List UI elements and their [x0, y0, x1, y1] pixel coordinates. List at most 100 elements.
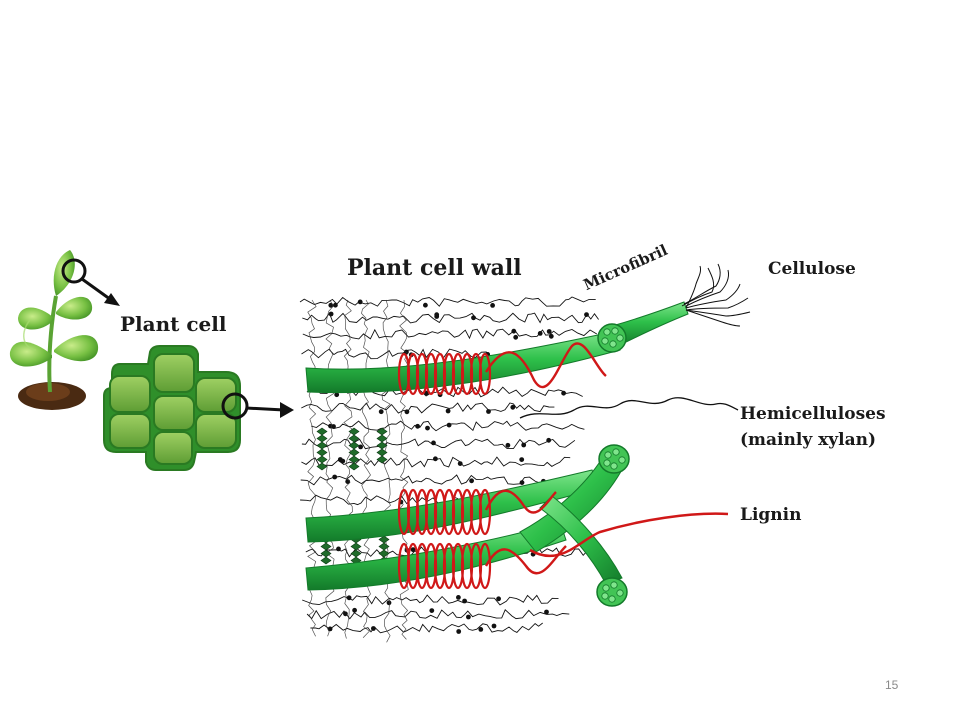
hemicelluloses-label: Hemicelluloses [740, 404, 886, 424]
hemicellulose-node [334, 392, 340, 398]
hemicellulose-node [415, 423, 420, 429]
hemicellulose-node [469, 478, 474, 484]
hemicellulose-node [343, 611, 348, 617]
hemicellulose-node [519, 457, 525, 462]
hemicellulose-node [340, 458, 346, 464]
hemicellulose-node [510, 404, 516, 410]
hemicellulose-node [346, 595, 352, 601]
hemicellulose-node [456, 629, 462, 634]
hemicellulose-node [357, 299, 363, 305]
hemicellulose-chain [306, 609, 570, 620]
hemicellulose-node [456, 595, 461, 600]
magnifier-circle-icon [61, 258, 87, 284]
hemicellulose-chain [310, 420, 585, 432]
lattice-cell [378, 549, 390, 558]
lattice-cell [316, 434, 328, 443]
hemicellulose-node [425, 425, 430, 431]
hemicellulose-node [429, 608, 435, 613]
lattice-cell [376, 455, 388, 464]
hemicellulose-node [478, 627, 484, 632]
lattice-cell [350, 542, 362, 551]
lignin-strand [484, 545, 567, 575]
hemicellulose-chain [302, 328, 598, 340]
lattice-cell [376, 427, 388, 436]
hemicellulose-node [496, 596, 501, 602]
hemicellulose-node [513, 334, 519, 340]
hemicellulose-node [490, 303, 495, 308]
lignin-strand [484, 342, 607, 389]
lignin-label: Lignin [740, 505, 802, 525]
lignin-leader-line [529, 512, 729, 558]
hemicellulose-node [457, 461, 463, 466]
page-number: 15 [885, 678, 899, 692]
hemicellulose-leader-line [519, 397, 739, 419]
hemicellulose-node [584, 312, 589, 317]
lattice-cell [376, 434, 388, 443]
hemicellulose-strand [381, 299, 391, 643]
hemicellulose-node [328, 311, 334, 317]
arrow-right-icon [81, 277, 120, 306]
cellulose-microfibril-diagonal-up [519, 444, 630, 553]
hemicellulose-node [486, 409, 491, 414]
hemicellulose-node [371, 626, 376, 631]
lattice-cell [320, 542, 332, 551]
hemicellulose-node [358, 444, 363, 450]
hemicellulose-node [431, 440, 436, 446]
hemicellulose-node [327, 626, 333, 632]
hemicellulose-node [546, 329, 552, 334]
hemicellulose-node [434, 312, 440, 318]
hemicellulose-node [521, 442, 527, 448]
lignin-coil-loop [478, 542, 492, 590]
hemicellulose-chain [302, 594, 559, 606]
hemicellulose-node [446, 422, 452, 428]
hemicellulose-chain [310, 622, 543, 634]
hemicelluloses-sublabel: (mainly xylan) [740, 430, 877, 450]
hemicellulose-node [423, 302, 428, 308]
lattice-cell [316, 462, 328, 471]
lattice-cell [348, 448, 360, 457]
hemicellulose-node [561, 390, 566, 396]
lignin-coils [397, 342, 607, 590]
hemicellulose-node [332, 474, 338, 480]
cellulose-microfibril-diagonal-down [539, 495, 628, 607]
hemicellulose-chain [306, 386, 583, 398]
hemicellulose-node [328, 423, 333, 429]
cellulose-chains [681, 263, 751, 327]
lattice-cell [348, 427, 360, 436]
magnifier-circle-icon [221, 392, 249, 420]
hemicellulose-node [410, 547, 416, 553]
hemicellulose-node [505, 442, 511, 448]
cellulose-label: Cellulose [768, 259, 856, 279]
lattice-cell [320, 556, 332, 565]
hemicellulose-node [511, 328, 517, 334]
lignin-coil-loop [478, 352, 492, 396]
hemicellulose-node [445, 408, 451, 414]
lattice-cell [316, 455, 328, 464]
hemicellulose-node [471, 315, 476, 321]
hemicellulose-node [336, 546, 341, 552]
hemicellulose-node [352, 607, 357, 613]
hemicellulose-strand [399, 299, 410, 640]
plant-cell-wall-label: Plant cell wall [347, 255, 522, 281]
lignin-coil-loop [478, 488, 492, 536]
hemicellulose-node [537, 331, 543, 336]
plant-cell-label: Plant cell [120, 312, 227, 336]
hemicellulose-node [433, 456, 438, 462]
hemicellulose-node [546, 437, 552, 443]
lattice-cell [316, 441, 328, 450]
hemicellulose-node [404, 409, 410, 415]
arrow-right-icon [245, 402, 294, 418]
hemicellulose-chain [301, 438, 576, 450]
hemicellulose-chain [302, 312, 599, 324]
hemicellulose-node [491, 623, 497, 629]
hemicellulose-node [378, 409, 384, 415]
hemicellulose-chain [301, 402, 555, 414]
lattice-cell [348, 462, 360, 471]
hemicellulose-chain [299, 296, 596, 307]
hemicellulose-node [462, 598, 467, 604]
hemicellulose-node [386, 600, 392, 606]
hemicellulose-node [333, 302, 338, 308]
hemicellulose-node [544, 609, 549, 615]
